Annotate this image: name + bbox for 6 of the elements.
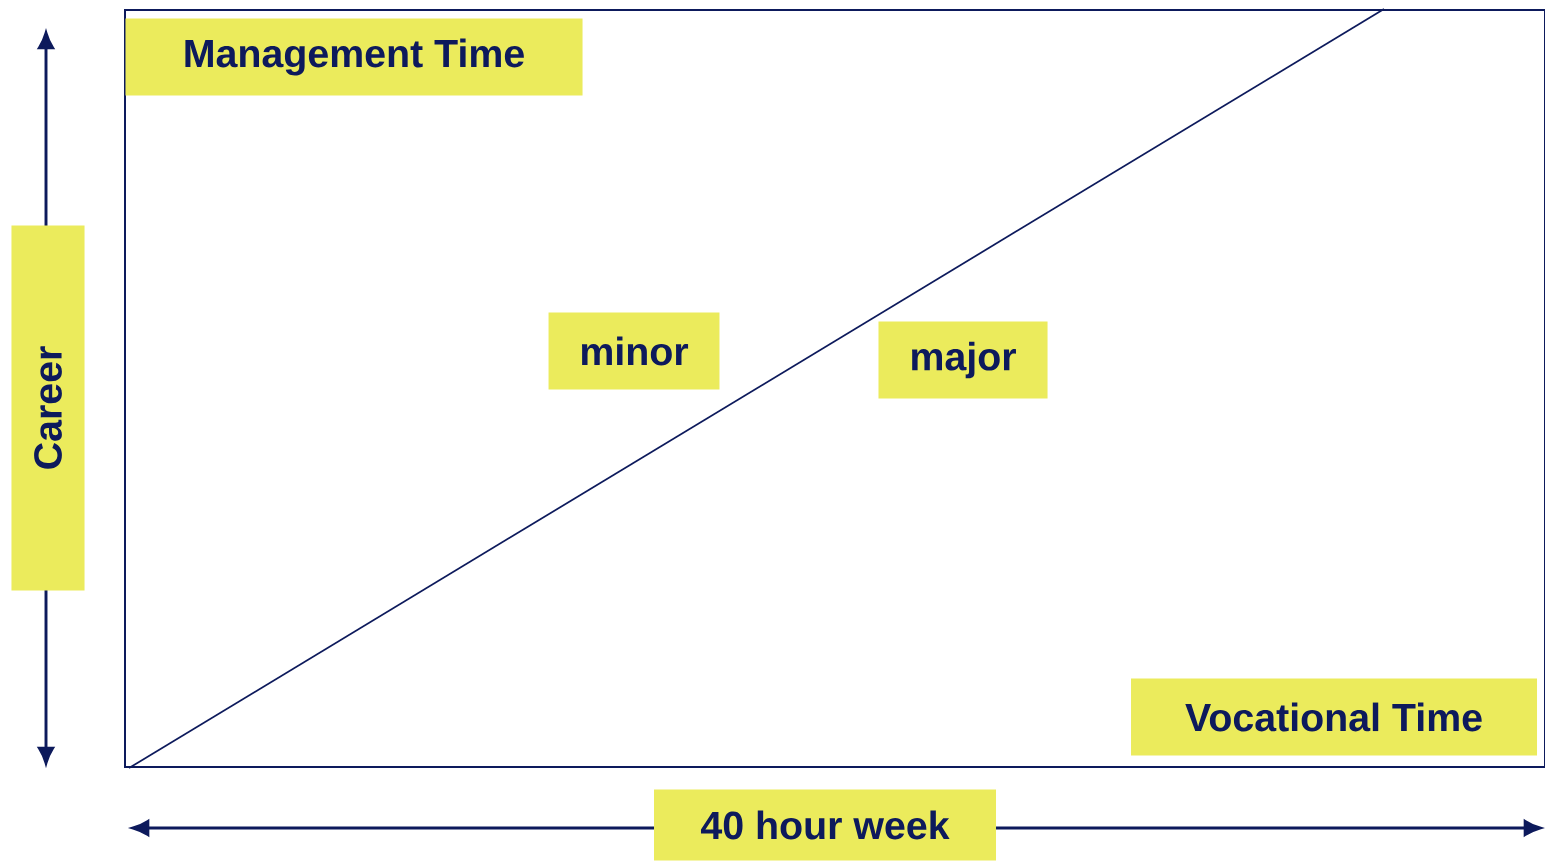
label-box: Vocational Time	[1131, 678, 1537, 756]
label-box: Management Time	[125, 18, 583, 96]
label-box: major	[878, 321, 1048, 399]
label-box: Career	[11, 225, 85, 591]
label-box: minor	[548, 312, 720, 390]
label-box: 40 hour week	[654, 789, 996, 861]
